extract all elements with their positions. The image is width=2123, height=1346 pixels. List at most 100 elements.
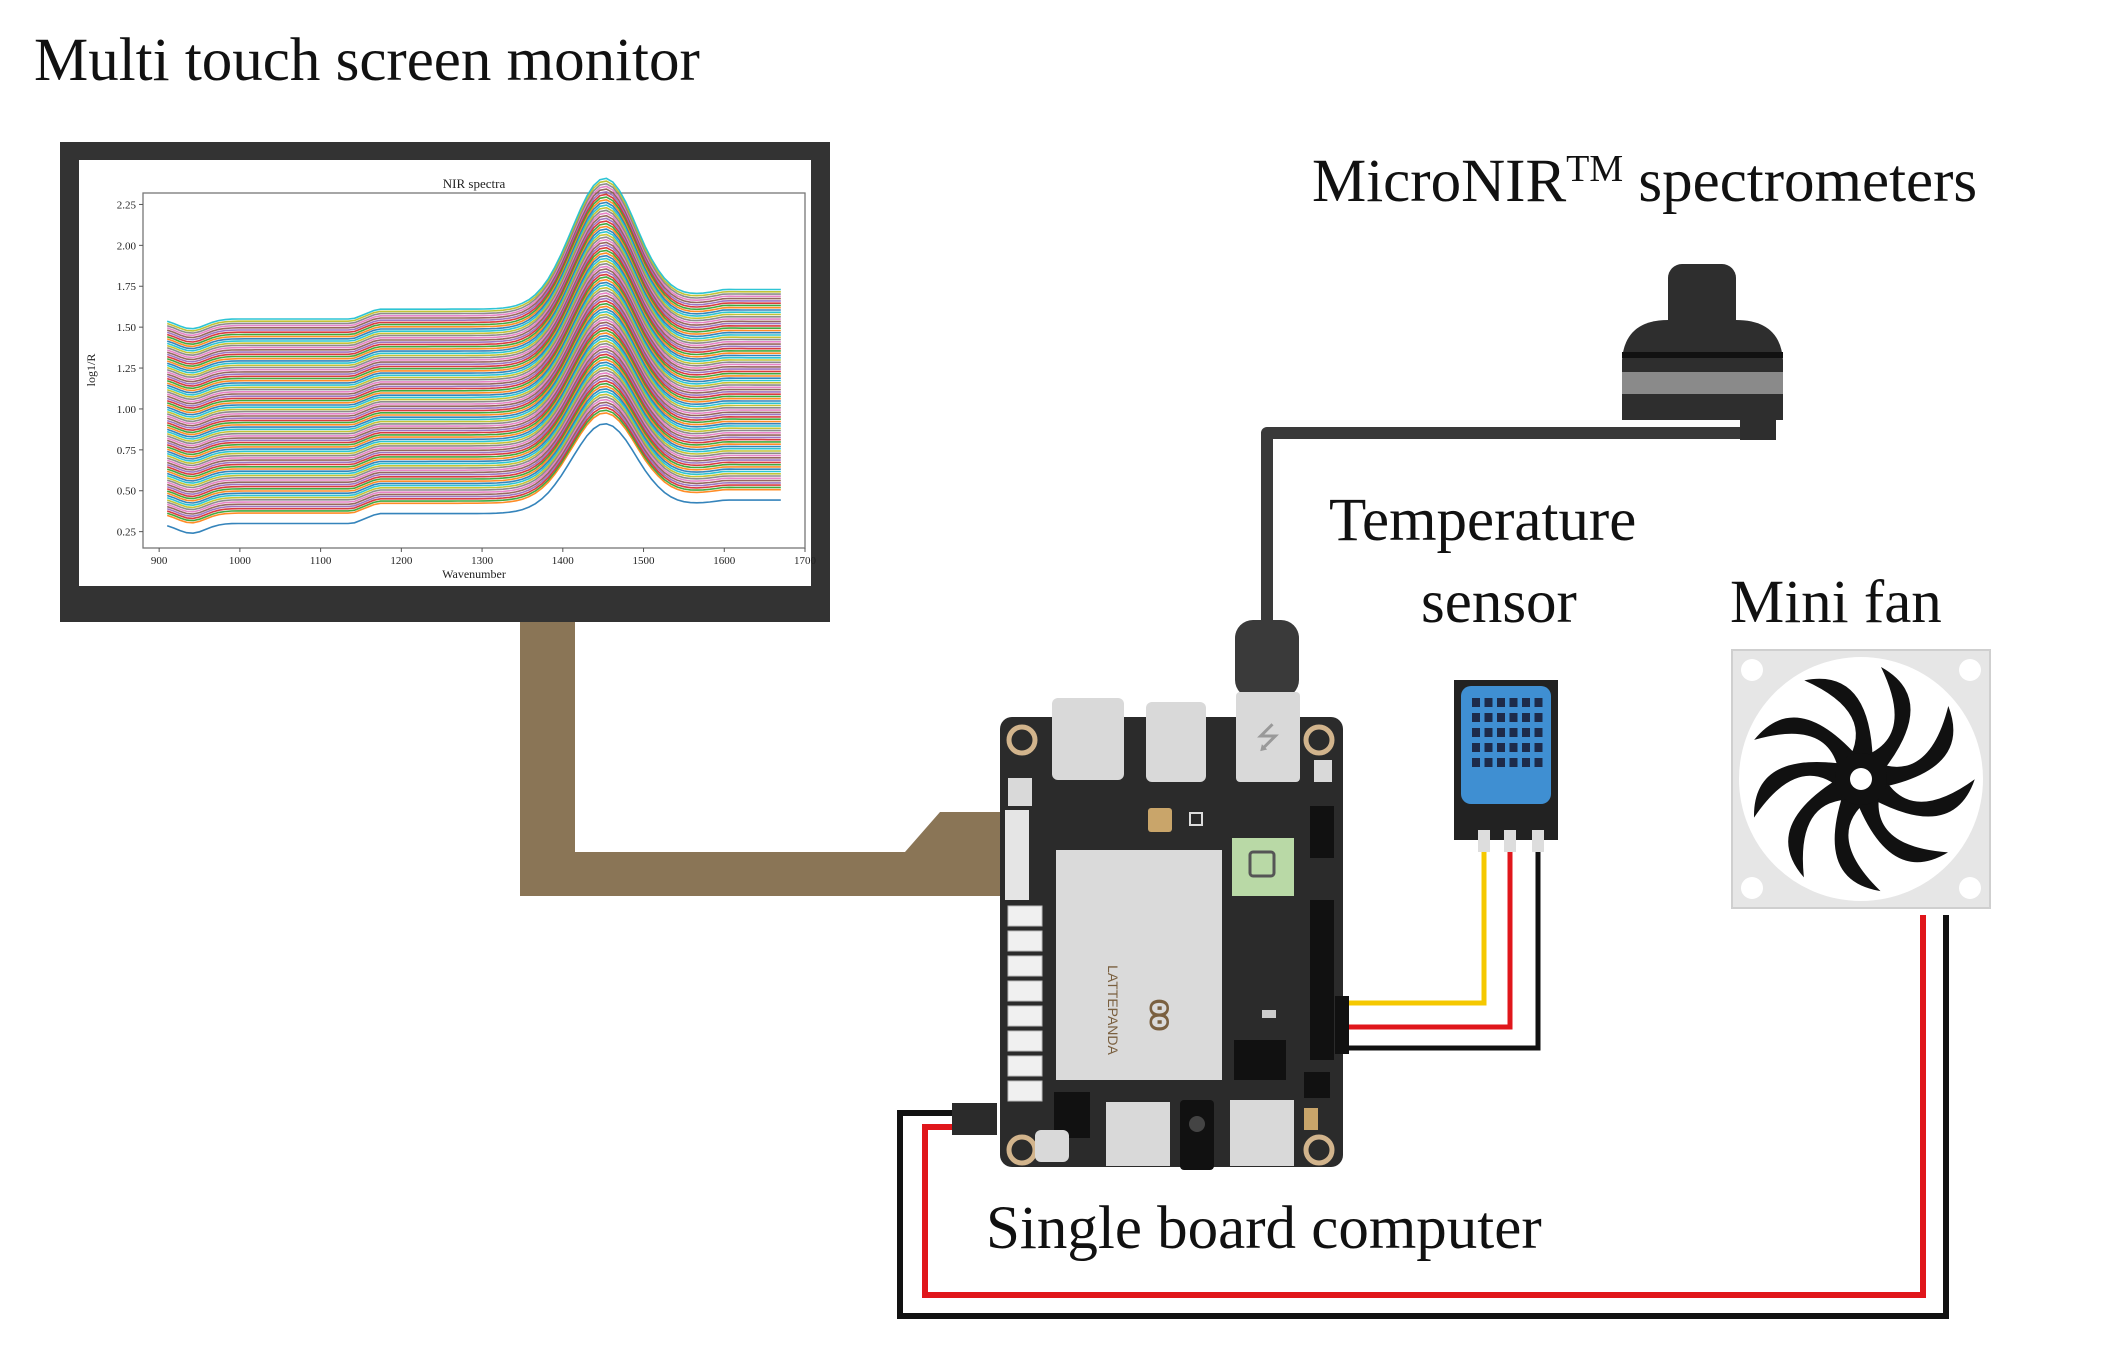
plot-ylabel: log1/R bbox=[84, 354, 98, 387]
spectrum-curve bbox=[166, 180, 781, 332]
usb-symbol-icon: ⭍ bbox=[1256, 721, 1281, 756]
spectrum-curve bbox=[166, 297, 781, 429]
board-logo-icon: ꙭ bbox=[1141, 998, 1181, 1033]
sensor-pin-1 bbox=[1478, 830, 1490, 852]
fan-mount-hole-tl bbox=[1741, 659, 1763, 681]
spectrum-curve bbox=[166, 404, 781, 518]
spectrum-curve bbox=[166, 262, 781, 401]
spectrum-curve bbox=[166, 212, 781, 359]
sensor-grid bbox=[1472, 698, 1543, 767]
spectrum-curve bbox=[166, 196, 781, 346]
spectrometer-body bbox=[1622, 320, 1783, 420]
spectrum-curve bbox=[166, 340, 781, 465]
spectrum-curve bbox=[166, 300, 781, 432]
spectrum-curve bbox=[166, 249, 781, 390]
sensor-grid-cell bbox=[1509, 728, 1518, 737]
spectrum-curve bbox=[166, 244, 781, 385]
fan-blade bbox=[1872, 775, 1975, 817]
sensor-grid-cell bbox=[1522, 698, 1530, 707]
spectrum-curve bbox=[166, 265, 781, 403]
sensor-grid-cell bbox=[1509, 698, 1518, 707]
spectrum-curve bbox=[166, 380, 781, 498]
ribbon-cable bbox=[520, 622, 1000, 896]
spectrum-curve bbox=[166, 278, 781, 414]
monitor-label: Multi touch screen monitor bbox=[34, 27, 700, 94]
sensor-grid-cell bbox=[1472, 698, 1480, 707]
spectrum-curve bbox=[166, 332, 781, 458]
board-sensor-header bbox=[1335, 996, 1349, 1054]
plot-title: NIR spectra bbox=[443, 176, 506, 191]
board-wifi-module bbox=[1232, 838, 1294, 896]
spectrum-curve bbox=[166, 182, 781, 334]
board-port-usb-c bbox=[1146, 702, 1206, 782]
spectrum-curve bbox=[166, 374, 781, 493]
spectrum-curve bbox=[166, 185, 781, 337]
board-wifi-chip bbox=[1248, 850, 1276, 878]
spectrometer-label-tm: TM bbox=[1566, 148, 1624, 190]
plot-x-tick-label: 1600 bbox=[713, 555, 736, 567]
sensor-grid-cell bbox=[1484, 713, 1493, 722]
spectrum-curve bbox=[166, 254, 781, 394]
spectrum-curve bbox=[166, 217, 781, 363]
plot-y-tick-label: 0.75 bbox=[117, 445, 137, 457]
spectrum-curve bbox=[166, 388, 781, 504]
board-port-audio bbox=[1106, 1102, 1170, 1166]
plot-xlabel: Wavenumber bbox=[442, 567, 506, 581]
spectrum-curve bbox=[166, 305, 781, 436]
spectrometer-top-band bbox=[1622, 352, 1783, 358]
board-hole-tr bbox=[1303, 724, 1335, 756]
sensor-grid-cell bbox=[1522, 743, 1530, 752]
spectrum-curve bbox=[166, 366, 781, 487]
spectrum-curve bbox=[166, 310, 781, 440]
spectrum-curve bbox=[166, 406, 781, 520]
spectrum-curve bbox=[166, 270, 781, 407]
temperature-sensor-label-line2: sensor bbox=[1421, 569, 1577, 636]
fan-wire-red bbox=[922, 915, 1926, 1298]
board-gpio-header-right bbox=[1310, 900, 1334, 1060]
spectrum-curve bbox=[166, 313, 781, 443]
sensor-grid-cell bbox=[1534, 743, 1543, 752]
spectrum-curve bbox=[166, 361, 781, 482]
plot-x-tick-label: 900 bbox=[151, 555, 168, 567]
plot-y-tick-label: 0.50 bbox=[117, 486, 137, 498]
plot-frame bbox=[142, 192, 806, 549]
spectrometer-grey-band bbox=[1622, 372, 1783, 394]
spectrum-curve bbox=[166, 334, 781, 460]
sensor-grid-cell bbox=[1534, 713, 1543, 722]
board-cpu-module bbox=[1056, 850, 1222, 1080]
board-bottom-gold bbox=[1304, 1108, 1318, 1130]
board-left-pin bbox=[1007, 905, 1043, 927]
spectrum-curve bbox=[166, 281, 781, 416]
fan-blade bbox=[1754, 717, 1857, 776]
board-small-chip-top bbox=[1314, 760, 1332, 782]
sensor-grid-cell bbox=[1484, 758, 1493, 767]
fan-mount-hole-br bbox=[1959, 877, 1981, 899]
board-hole-br bbox=[1303, 1134, 1335, 1166]
spectrum-curve bbox=[166, 326, 781, 454]
spectrum-curve bbox=[166, 350, 781, 473]
spectrum-curve bbox=[166, 348, 781, 471]
spectrum-curve bbox=[166, 236, 781, 379]
spectrum-curve bbox=[166, 369, 781, 489]
single-board-computer: ⭍ LATTEPANDA ꙭ bbox=[1000, 692, 1349, 1170]
spectrum-curve bbox=[166, 286, 781, 421]
spectrum-curve bbox=[166, 276, 781, 412]
fan-mount-hole-bl bbox=[1741, 877, 1763, 899]
board-left-pin bbox=[1007, 1005, 1043, 1027]
plot-y-tick-label: 2.25 bbox=[117, 199, 137, 211]
board-port-ethernet bbox=[1230, 1100, 1294, 1166]
spectrum-curve bbox=[166, 257, 781, 396]
spectrum-curve bbox=[166, 385, 781, 502]
board-brand-text: LATTEPANDA bbox=[1105, 965, 1121, 1055]
spectrum-curve bbox=[166, 228, 781, 372]
board-chip-ic bbox=[1234, 1040, 1286, 1080]
plot-x-tick-label: 1100 bbox=[310, 555, 332, 567]
plot-y-tick-label: 1.00 bbox=[117, 404, 137, 416]
spectrum-curve bbox=[166, 345, 781, 469]
spectrum-curve bbox=[166, 393, 781, 509]
sensor-grid-cell bbox=[1472, 713, 1480, 722]
board-chip-right bbox=[1304, 1072, 1330, 1098]
spectrometer-connector bbox=[1740, 418, 1776, 440]
